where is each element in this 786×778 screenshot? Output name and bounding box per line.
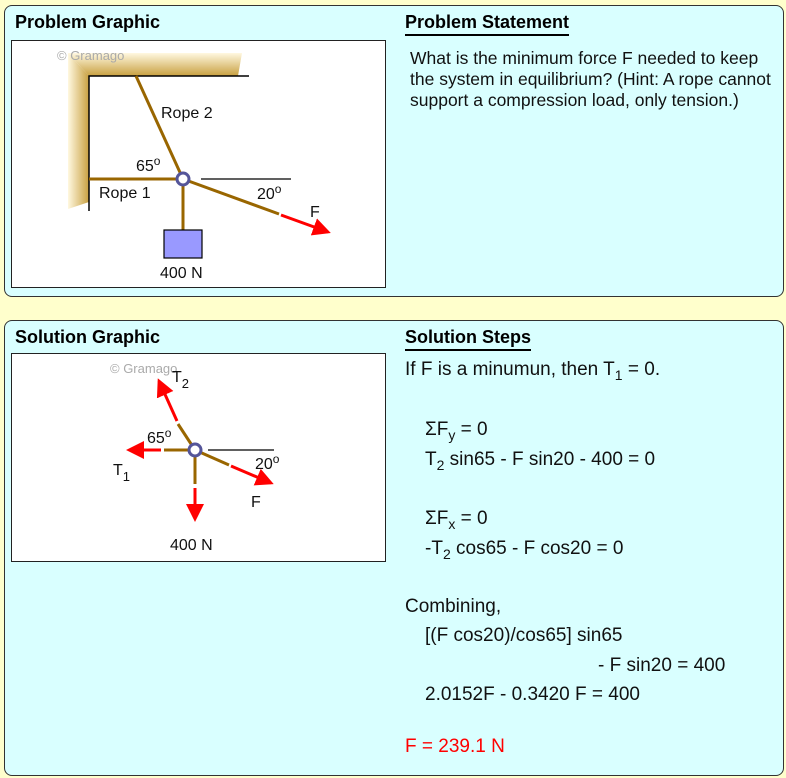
step-line-4: ΣFx = 0 [425, 508, 488, 532]
solution-graphic: © Gramago T2 T1 65o 20o F 400 N [11, 353, 386, 562]
problem-statement: What is the minimum force F needed to ke… [410, 48, 771, 110]
ceiling-shading [68, 53, 242, 76]
t1-label: T1 [113, 462, 130, 484]
subscript: 2 [436, 457, 445, 473]
weight-block [163, 229, 203, 259]
step-line-8: - F sin20 = 400 [598, 655, 726, 676]
step-text: = 0. [622, 359, 661, 380]
step-line-7: [(F cos20)/cos65] sin65 [425, 625, 623, 646]
rope-f [182, 177, 280, 216]
weight-label: 400 N [160, 265, 203, 282]
solution-graphic-title: Solution Graphic [15, 327, 161, 347]
t2-label: T2 [172, 369, 189, 391]
f-arrow [230, 464, 274, 486]
t1-letter: T [113, 462, 123, 479]
subscript: x [448, 516, 456, 532]
step-line-5: -T2 cos65 - F cos20 = 0 [425, 538, 624, 562]
problem-graphic: © Gramago Rope 2 Rope 1 65o 20o F 400 N [11, 40, 386, 288]
problem-diagram: © Gramago Rope 2 Rope 1 65o 20o F 400 N [57, 48, 331, 282]
force-arrow [280, 213, 331, 236]
subscript: y [448, 427, 456, 443]
degree-sign: o [154, 154, 161, 168]
force-label: F [251, 494, 261, 511]
degree-sign: o [165, 426, 172, 440]
solution-steps-title: Solution Steps [405, 327, 531, 351]
step-text: T [425, 449, 437, 470]
force-label: F [310, 204, 320, 221]
watermark: © Gramago [57, 48, 124, 63]
problem-statement-title: Problem Statement [405, 12, 570, 36]
watermark: © Gramago [110, 361, 177, 376]
wall-shading-vertical [68, 53, 89, 209]
angle-20-label: 20o [255, 452, 280, 473]
step-text: ΣF [425, 419, 449, 440]
subscript: 1 [614, 367, 623, 383]
angle-20-value: 20 [255, 456, 273, 473]
ring-icon [175, 171, 191, 187]
step-text: sin65 - F sin20 - 400 = 0 [444, 449, 656, 470]
rope-1-label: Rope 1 [99, 185, 151, 202]
degree-sign: o [275, 182, 282, 196]
degree-sign: o [273, 452, 280, 466]
step-line-6: Combining, [405, 596, 502, 617]
free-body-diagram: © Gramago T2 T1 65o 20o F 400 N [110, 361, 280, 554]
angle-65-label: 65o [136, 154, 161, 175]
t2-arrow [156, 378, 179, 422]
angle-20-value: 20 [257, 186, 275, 203]
step-text: cos65 - F cos20 = 0 [450, 538, 624, 559]
angle-65-value: 65 [147, 430, 165, 447]
weight-label: 400 N [170, 537, 213, 554]
problem-graphic-title: Problem Graphic [15, 12, 161, 32]
ring-icon [187, 442, 203, 458]
t2-subscript: 2 [182, 376, 189, 391]
step-text: If F is a minumun, then T [405, 359, 615, 380]
rope-2 [134, 75, 185, 180]
t2-letter: T [172, 369, 182, 386]
step-text: ΣF [425, 508, 449, 529]
rope-2-label: Rope 2 [161, 105, 213, 122]
step-text: = 0 [455, 419, 488, 440]
step-line-2: ΣFy = 0 [425, 419, 488, 443]
t1-subscript: 1 [123, 469, 130, 484]
wall-edge [88, 75, 249, 211]
step-text: -T [425, 538, 443, 559]
final-answer: F = 239.1 N [405, 736, 505, 757]
step-line-3: T2 sin65 - F sin20 - 400 = 0 [425, 449, 656, 473]
step-line-9: 2.0152F - 0.3420 F = 400 [425, 684, 640, 705]
angle-65-label: 65o [147, 426, 172, 447]
step-line-1: If F is a minumun, then T1 = 0. [405, 359, 661, 383]
subscript: 2 [442, 546, 451, 562]
angle-20-label: 20o [257, 182, 282, 203]
angle-65-value: 65 [136, 158, 154, 175]
step-text: = 0 [455, 508, 488, 529]
